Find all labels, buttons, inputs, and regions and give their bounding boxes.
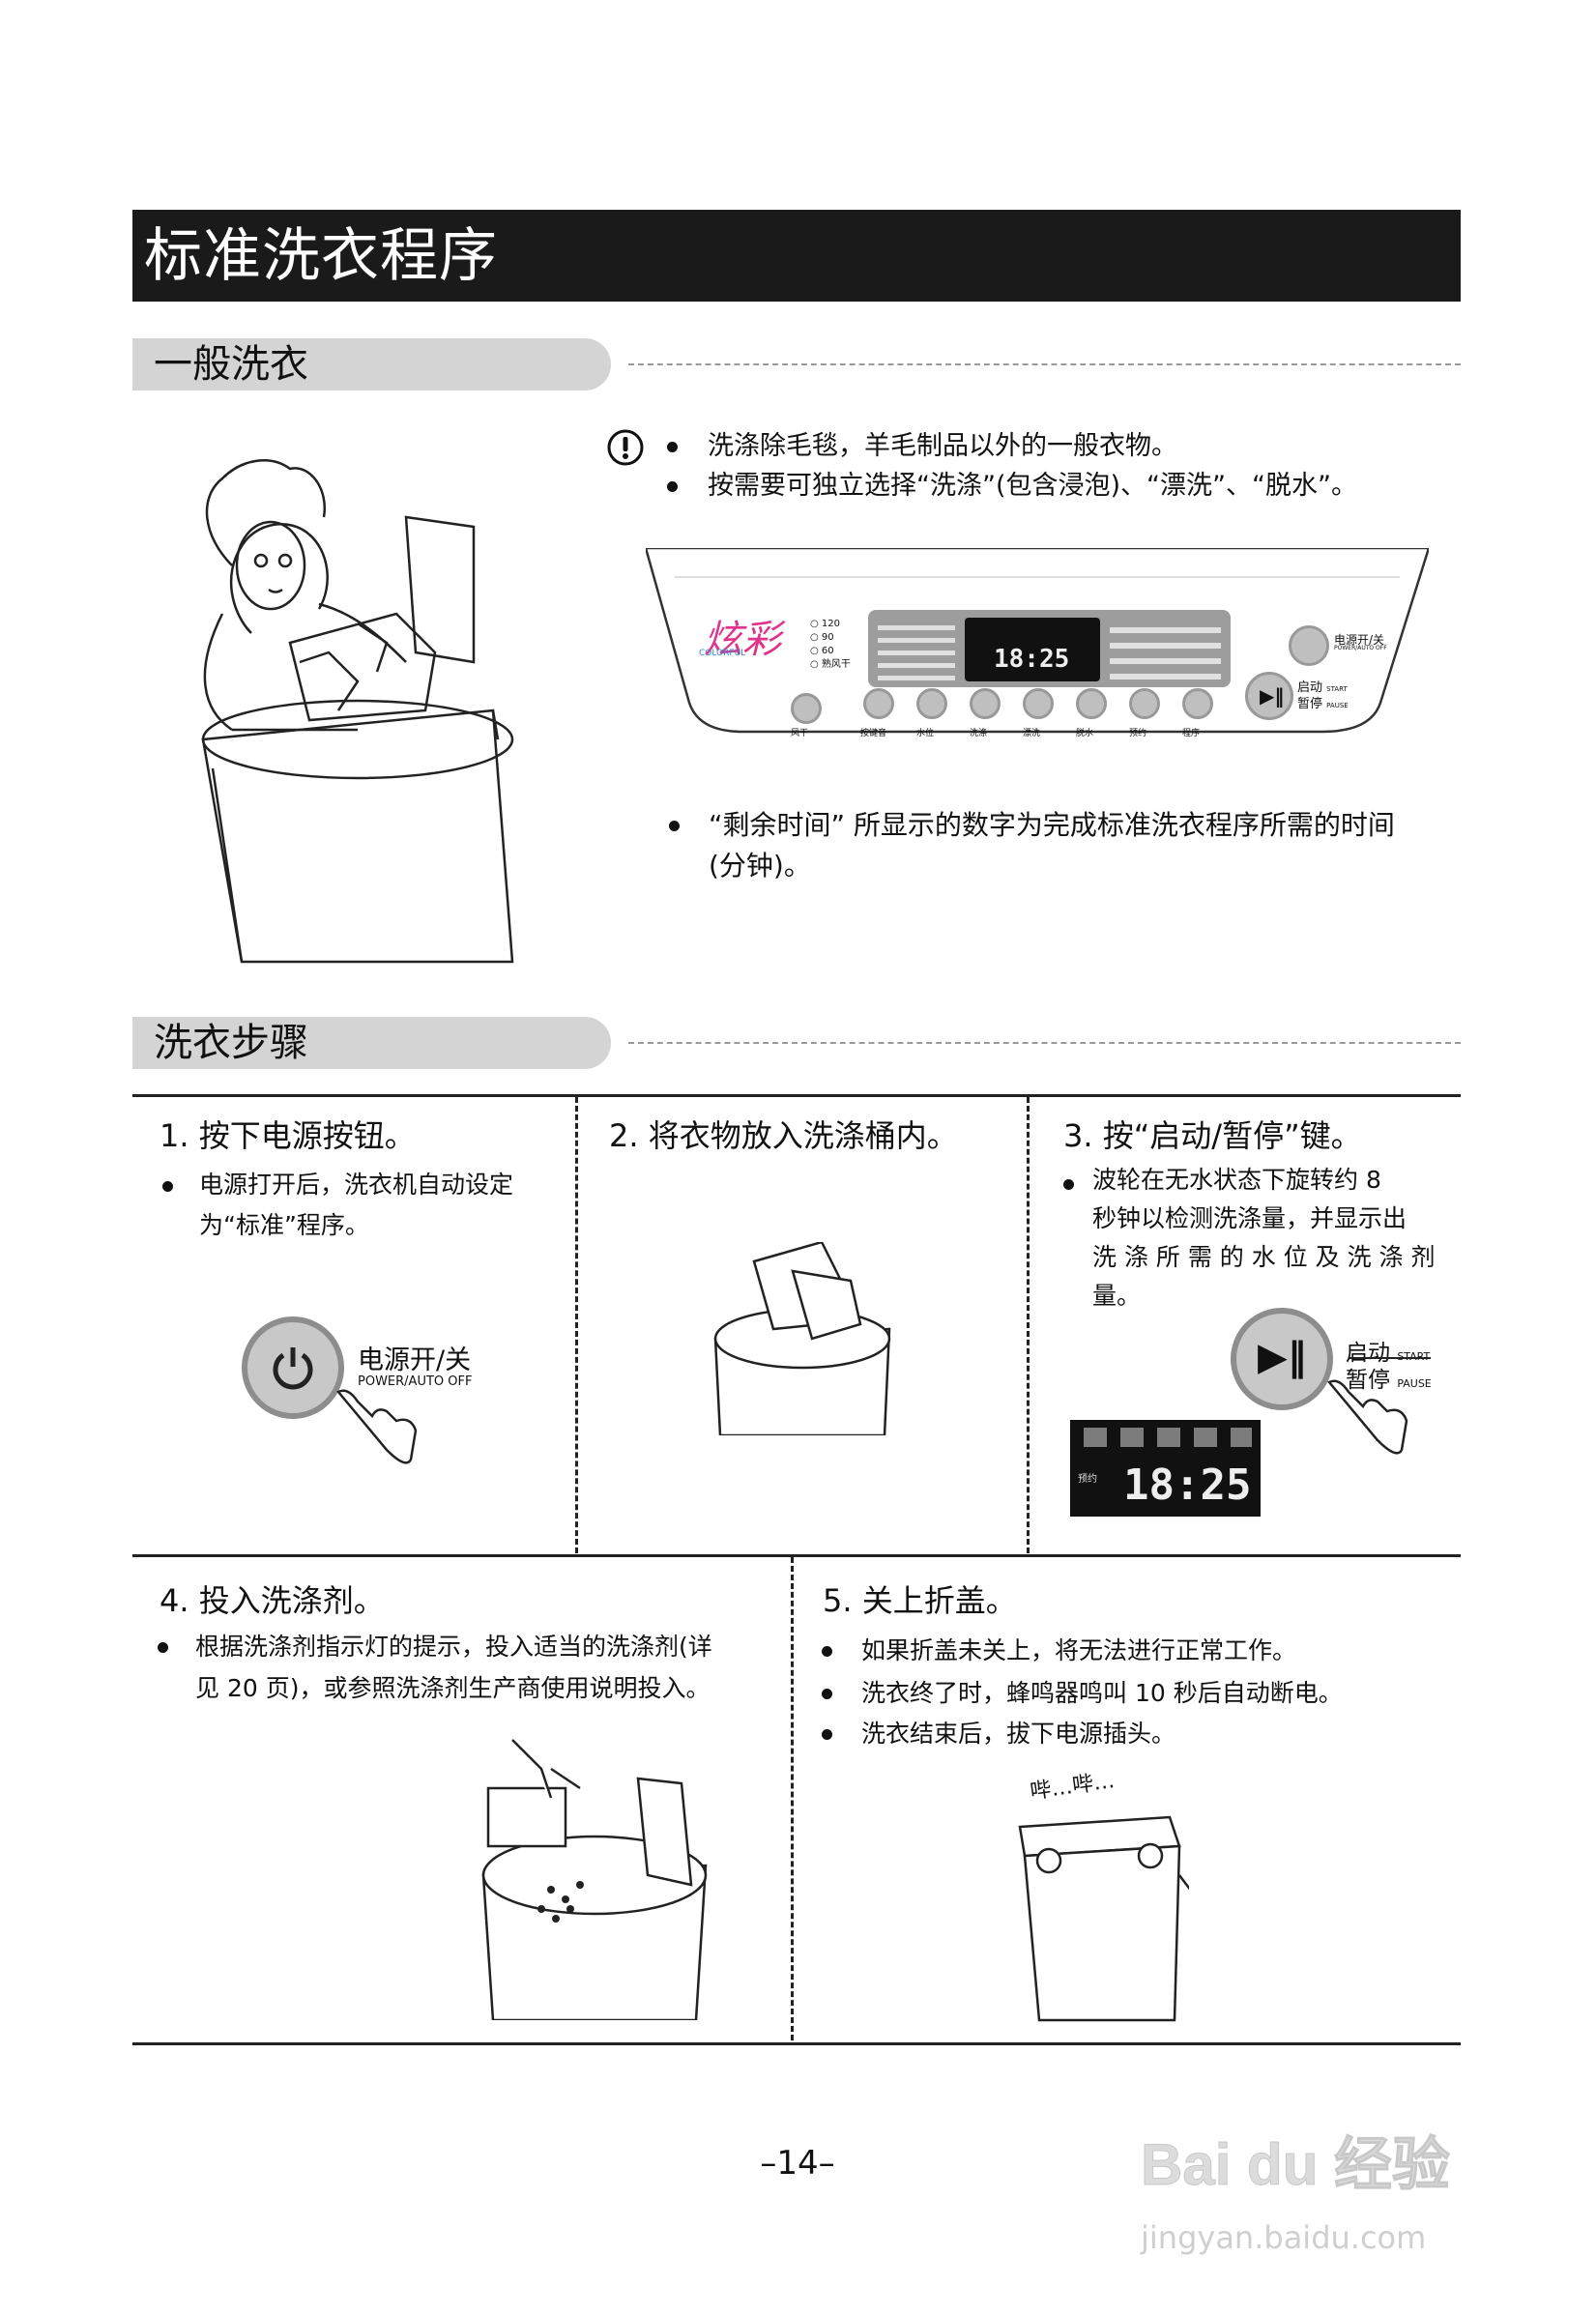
panel-button-row (791, 688, 1235, 732)
radio-item[interactable]: ○ 90 (810, 632, 834, 643)
step5-bullet-2: 洗衣终了时，蜂鸣器鸣叫 10 秒后自动断电。 (861, 1679, 1343, 1707)
panel-button-wash[interactable] (970, 688, 1001, 719)
panel-program-grid (1110, 618, 1221, 681)
divider (628, 363, 1461, 365)
bullet (822, 1729, 832, 1740)
step3-line3: 洗 涤 所 需 的 水 位 及 洗 涤 剂 (1092, 1243, 1436, 1271)
section-title: 洗衣步骤 (154, 1021, 308, 1065)
page-number: –14– (760, 2144, 835, 2183)
divider (628, 1042, 1461, 1044)
illustration-woman-washer (201, 459, 514, 964)
power-icon (273, 1347, 313, 1390)
radio-item[interactable]: ○ 120 (810, 619, 840, 629)
section-header-steps: 洗衣步骤 (132, 1017, 611, 1069)
step5-bullet-1: 如果折盖未关上，将无法进行正常工作。 (861, 1636, 1297, 1664)
panel-button-spin[interactable] (1076, 688, 1107, 719)
time-radio-list: ○ 120 ○ 90 ○ 60 ○ 熟风干 (810, 618, 851, 672)
step5-bullet-3: 洗衣结束后，拔下电源插头。 (861, 1720, 1176, 1748)
brand-logo: 炫彩 (704, 618, 781, 662)
section-header-general: 一般洗衣 (132, 338, 611, 390)
step3-pause-label: 暂停 PAUSE (1346, 1368, 1432, 1393)
page-title-bar: 标准洗衣程序 (132, 210, 1461, 302)
brand-sub: COLORFUL (699, 649, 746, 658)
caution-icon (607, 429, 644, 466)
step3-line4: 量。 (1092, 1282, 1142, 1310)
lcd-icon-row (1078, 1428, 1252, 1447)
watermark-logo: Bai du 经验 (1141, 2126, 1451, 2216)
step1-power-button[interactable] (242, 1316, 344, 1419)
hand-pointer-icon (336, 1389, 418, 1464)
step3-lcd: 预约 18:25 (1070, 1420, 1261, 1517)
bullet (822, 1689, 832, 1699)
radio-item[interactable]: ○ 60 (810, 646, 834, 656)
svg-text:Bai du 经验: Bai du 经验 (1141, 2132, 1450, 2197)
panel-button-rinse[interactable] (1023, 688, 1054, 719)
page-title: 标准洗衣程序 (144, 222, 498, 290)
grid-divider (1027, 1097, 1030, 1553)
bullet (162, 1181, 173, 1192)
lcd-reserve: 预约 (1078, 1474, 1097, 1485)
bullet (822, 1646, 832, 1657)
grid-divider (791, 1557, 794, 2040)
panel-start-label: 启动 START (1297, 680, 1348, 695)
general-bullet-1: 洗涤除毛毯，羊毛制品以外的一般衣物。 (708, 431, 1177, 461)
step4-line1: 根据洗涤剂指示灯的提示，投入适当的洗涤剂(详 (195, 1633, 712, 1661)
section-title: 一般洗衣 (154, 342, 308, 387)
label-divider (1349, 1357, 1431, 1359)
panel-start-pause-button[interactable]: ▶‖ (1245, 672, 1293, 720)
remaining-note-2: (分钟)。 (709, 850, 811, 882)
step3-title: 3. 按“启动/暂停”键。 (1063, 1117, 1362, 1154)
panel-power-button[interactable] (1289, 625, 1329, 666)
step1-title: 1. 按下电源按钮。 (160, 1117, 416, 1154)
panel-power-sub: POWER/AUTO OFF (1334, 645, 1387, 651)
control-panel: 炫彩 COLORFUL ○ 120 ○ 90 ○ 60 ○ 熟风干 18:25 … (646, 548, 1429, 741)
step3-line2: 秒钟以检测洗涤量，并显示出 (1092, 1204, 1407, 1232)
grid-line (132, 1094, 1461, 1097)
illustration-detergent (481, 1739, 708, 2020)
bullet (667, 442, 678, 452)
step2-title: 2. 将衣物放入洗涤桶内。 (609, 1117, 958, 1154)
play-pause-icon: ▶‖ (1258, 1335, 1307, 1379)
watermark-url: jingyan.baidu.com (1141, 2219, 1427, 2256)
panel-button-water[interactable] (916, 688, 947, 719)
bullet (667, 481, 678, 492)
step1-line2: 为“标准”程序。 (199, 1211, 369, 1239)
panel-lcd: 18:25 (965, 618, 1100, 681)
step3-start-label: 启动 START (1346, 1341, 1431, 1366)
radio-item[interactable]: ○ 熟风干 (810, 659, 851, 670)
panel-button-program[interactable] (1182, 688, 1213, 719)
hand-pointer-icon (1327, 1379, 1408, 1455)
step4-line2: 见 20 页)，或参照洗涤剂生产商使用说明投入。 (195, 1674, 711, 1702)
grid-divider (575, 1097, 578, 1553)
bullet (1063, 1179, 1074, 1190)
step4-title: 4. 投入洗涤剂。 (160, 1582, 385, 1619)
grid-line (132, 2042, 1461, 2045)
illustration-closed-washer (1018, 1815, 1189, 2022)
grid-line (132, 1554, 1461, 1557)
panel-button-dry[interactable] (791, 693, 822, 724)
panel-lcd-time: 18:25 (994, 645, 1070, 674)
panel-button-beep[interactable] (863, 688, 894, 719)
step1-btn-sub: POWER/AUTO OFF (358, 1374, 473, 1389)
step3-line1: 波轮在无水状态下旋转约 8 (1092, 1166, 1381, 1194)
remaining-note-1: “剩余时间” 所显示的数字为完成标准洗衣程序所需的时间 (709, 809, 1395, 841)
panel-pause-label: 暂停 PAUSE (1297, 697, 1349, 711)
step3-start-pause-button[interactable]: ▶‖ (1231, 1308, 1333, 1410)
bullet (158, 1642, 168, 1653)
general-bullet-2: 按需要可独立选择“洗涤”(包含浸泡)、“漂洗”、“脱水”。 (708, 471, 1357, 501)
step1-btn-label: 电源开/关 (358, 1345, 472, 1375)
bullet (669, 821, 680, 831)
step1-line1: 电源打开后，洗衣机自动设定 (199, 1171, 514, 1199)
panel-power-label: 电源开/关 (1334, 633, 1385, 647)
play-pause-icon: ▶‖ (1260, 684, 1285, 708)
panel-button-delay[interactable] (1129, 688, 1160, 719)
panel-indicator-grid (878, 618, 955, 681)
step5-title: 5. 关上折盖。 (823, 1582, 1017, 1619)
illustration-washer-clothes (713, 1242, 891, 1435)
lcd-time: 18:25 (1123, 1461, 1252, 1510)
